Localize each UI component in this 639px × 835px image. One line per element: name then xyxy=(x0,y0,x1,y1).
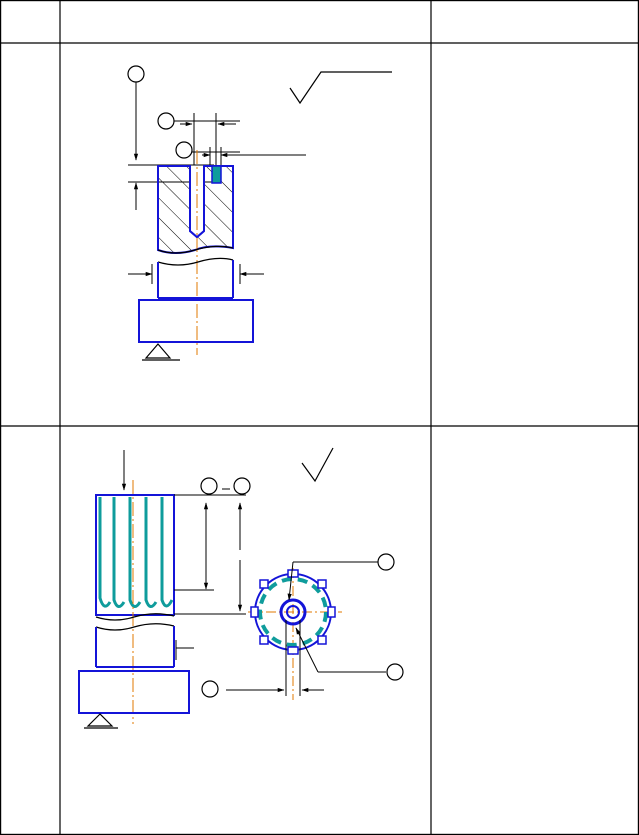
part-head xyxy=(78,670,190,714)
datum-mark xyxy=(175,640,194,660)
flute-length-dimensions xyxy=(174,494,246,615)
end-view xyxy=(248,568,342,700)
end-view-dimensions xyxy=(226,561,386,696)
balloon xyxy=(157,112,175,130)
balloon xyxy=(175,141,193,159)
balloon xyxy=(201,553,404,698)
shaft-body xyxy=(95,626,175,668)
clamp-triangle-icon xyxy=(142,343,180,361)
balloon xyxy=(200,477,251,495)
shaft xyxy=(95,613,175,631)
fluted-body xyxy=(95,494,175,616)
clamp-triangle-icon xyxy=(84,713,118,729)
balloon xyxy=(127,65,145,83)
small-width-dimension xyxy=(192,147,306,165)
step1-sketch xyxy=(127,65,392,361)
roughness-symbol-icon xyxy=(301,447,334,483)
part-section xyxy=(157,165,234,254)
shaft-body xyxy=(157,260,234,299)
slot-width-dimension xyxy=(174,113,240,165)
clamp-arrows xyxy=(128,264,264,284)
roughness-symbol-icon xyxy=(289,71,392,105)
part-head xyxy=(138,299,254,343)
shaft xyxy=(157,245,234,266)
step2-sketch xyxy=(78,447,404,729)
